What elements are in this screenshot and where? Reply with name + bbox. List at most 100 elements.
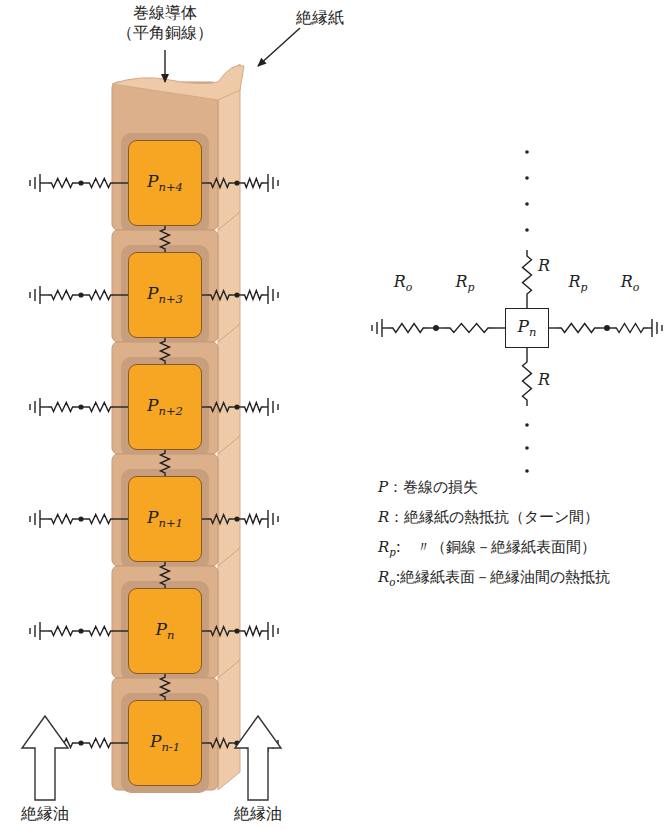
resistor-label: Ro [621,272,640,295]
conductor-box: Pn+3 [128,252,202,338]
resistor-symbol [86,291,114,300]
node-label: Pn [156,619,175,642]
ground-symbol [267,622,268,640]
resistor-symbol [86,627,114,636]
wire [114,406,128,407]
resistor-symbol [161,226,170,252]
node-dot [525,150,529,154]
thermal-resistor [161,450,170,476]
thermal-resistor [161,338,170,364]
conductor-box: Pn [128,588,202,674]
ground-symbol [277,180,278,186]
ground-symbol [267,286,268,304]
resistor-symbol [86,739,114,748]
wire [40,518,48,519]
ground-symbol [29,516,30,522]
ground-symbol [651,319,652,337]
node-dot [525,446,529,450]
resistor-symbol [86,179,114,188]
wire [202,630,208,631]
ground-symbol [29,628,30,634]
ground-symbol [34,513,35,525]
resistor-label: Ro [394,272,413,295]
part-name: 巻線導体 （平角銅線） [112,3,218,43]
paper-side [218,436,240,566]
wire [202,406,208,407]
paper-side [218,212,240,342]
paper-side [218,324,240,454]
legend-note: P：巻線の損失 [378,478,478,497]
resistor-symbol [242,515,264,524]
paper-inner [121,133,209,233]
node-label: Pn+1 [147,507,183,530]
resistor-symbol [208,739,232,748]
resistor-symbol [556,324,600,333]
resistor-label: R [538,370,550,390]
resistor-label: R [538,256,550,276]
ground-symbol [656,322,657,334]
thermal-resistor [161,562,170,588]
resistor-symbol [48,515,76,524]
resistor-symbol [48,179,76,188]
ground-symbol [272,625,273,637]
ground-symbol [34,401,35,413]
ground-symbol [661,325,662,331]
conductor-box: Pn+4 [128,140,202,226]
wire [382,327,388,328]
ground-symbol [277,404,278,410]
resistor-symbol [161,338,170,364]
resistor-symbol [161,562,170,588]
ground-symbol [267,510,268,528]
resistor-network [30,150,662,752]
wire [114,518,128,519]
ground-symbol [277,292,278,298]
resistor-symbol [444,324,494,333]
node-dot [525,469,529,473]
node-dot [525,423,529,427]
wire [232,406,242,407]
wire [232,182,242,183]
wire [232,294,242,295]
wire [526,348,527,356]
wire [202,294,208,295]
ground-symbol [267,174,268,192]
wire [114,294,128,295]
thermal-resistor [161,674,170,700]
paper-side [218,548,240,678]
resistor-symbol [48,291,76,300]
ground-symbol [272,289,273,301]
ground-symbol [29,292,30,298]
resistor-symbol [208,515,232,524]
resistor-symbol [208,627,232,636]
paper-inner [121,581,209,681]
paper-inner [121,357,209,457]
wire [76,518,86,519]
oil-flow-arrow [235,716,281,800]
conductor-box: Pn+1 [128,476,202,562]
resistor-symbol [612,324,648,333]
wire [76,406,86,407]
insulation-paper [112,64,244,793]
leader-arrow [258,28,300,66]
node-label: Pn+3 [147,283,183,306]
wire [114,630,128,631]
ground-symbol [29,180,30,186]
resistor-symbol [48,627,76,636]
wire [40,406,48,407]
wire [40,294,48,295]
legend-note: Rp: 〃（銅線－絶縁紙表面間） [378,538,596,560]
wire [40,630,48,631]
ground-symbol [371,325,372,331]
paper-inner [121,469,209,569]
resistor-symbol [388,324,428,333]
node-label: Pn+2 [147,395,183,418]
wire [202,742,208,743]
resistor-symbol [86,515,114,524]
ground-symbol [277,628,278,634]
ground-symbol [29,404,30,410]
node-dot [525,228,529,232]
loss-box: Pn [505,308,549,348]
ground-symbol [34,625,35,637]
